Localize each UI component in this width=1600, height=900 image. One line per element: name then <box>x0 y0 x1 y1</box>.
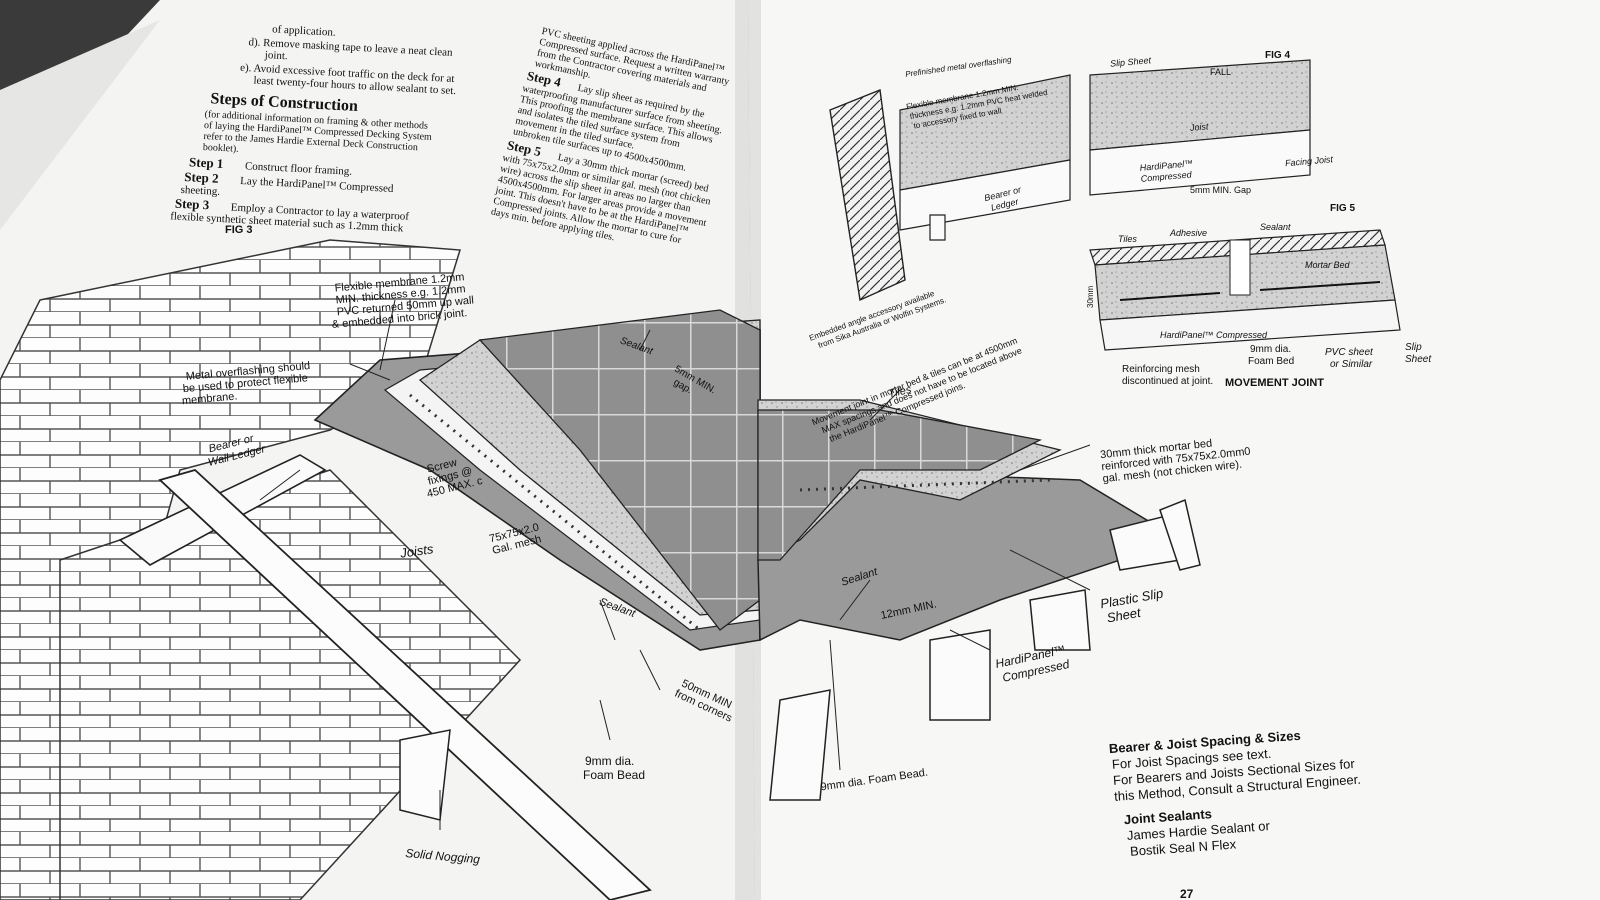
fig4-fall: FALL <box>1210 67 1231 77</box>
foam-label-2: Foam Bead <box>583 768 645 782</box>
fig4-bearer <box>929 214 946 241</box>
fig5-pvc-1: PVC sheet <box>1325 347 1374 358</box>
slip-sheet-label-2: Sheet <box>1106 605 1143 626</box>
fig5-foam-1: 9mm dia. <box>1250 344 1291 355</box>
fig5-reinf-1: Reinforcing mesh <box>1122 364 1200 375</box>
fig5-sealant: Sealant <box>1260 222 1291 232</box>
step5-label: Step 5 <box>506 137 543 159</box>
step2-label: Step 2 <box>184 169 219 186</box>
step4-label: Step 4 <box>526 68 563 90</box>
fig4-joist <box>899 129 1311 231</box>
solid-nogging-label: Solid Nogging <box>405 846 481 866</box>
joist-right-3 <box>1029 589 1091 651</box>
fig4-hardi-2: Compressed <box>1140 169 1193 183</box>
fig5-labels: FIG 5 5mm MIN. Gap Tiles Adhesive Sealan… <box>1086 185 1432 389</box>
fig5-joint <box>1229 239 1251 296</box>
fig4-facing: Facing Joist <box>1285 154 1334 168</box>
fig5-drawing <box>1089 229 1401 351</box>
overflash-label-3: membrane. <box>181 390 237 407</box>
fig5-mesh <box>1119 281 1381 301</box>
leader-lines <box>259 299 1091 830</box>
fig4-joist-label: Joist <box>1189 121 1210 133</box>
sealant-line-2: Bostik Seal N Flex <box>1130 836 1237 858</box>
step3-label: Step 3 <box>175 196 211 213</box>
intro-line: of application. <box>272 23 336 38</box>
left-page-edge <box>0 20 160 230</box>
joists-label: Joists <box>398 541 434 561</box>
fig4-wall <box>829 89 906 302</box>
fig5-title: MOVEMENT JOINT <box>1225 377 1324 389</box>
step2-text-2: sheeting. <box>180 184 220 198</box>
fig4-label: FIG 4 <box>1265 50 1290 61</box>
fig5-gap: 5mm MIN. Gap <box>1190 185 1251 195</box>
joist-right-5 <box>1159 498 1201 571</box>
foam-label-1: 9mm dia. <box>585 754 634 768</box>
fig3-label: FIG 3 <box>225 224 253 236</box>
fig4-drawing <box>829 59 1311 302</box>
note-line-4: booklet). <box>203 142 239 155</box>
fig5-foam-2: Foam Bed <box>1248 356 1294 367</box>
fig4-slip: Slip Sheet <box>1110 55 1152 69</box>
step1-text: Construct floor framing. <box>245 160 353 178</box>
fig5-tiles-label: Tiles <box>1118 234 1137 244</box>
joist-right-1 <box>769 689 831 801</box>
item-d-2: joint. <box>264 49 289 62</box>
tiles-label: Tiles <box>887 384 913 401</box>
step1-label: Step 1 <box>189 154 224 171</box>
joist-beam <box>158 468 652 900</box>
fig5-reinf-2: discontinued at joint. <box>1122 376 1213 387</box>
tiles-right <box>757 409 1043 561</box>
fig3-drawing <box>0 239 1201 900</box>
fig5-pvc-2: or Similar <box>1330 359 1373 370</box>
fig5-label: FIG 5 <box>1330 203 1355 214</box>
fig5-mortar-label: Mortar Bed <box>1305 260 1351 270</box>
fig5-hardi: HardiPanel™ Compressed <box>1160 330 1268 340</box>
fig5-hardipanel <box>1099 299 1401 351</box>
fig5-slip-2: Sheet <box>1405 354 1432 365</box>
joist-right-2 <box>929 629 991 721</box>
gal-mesh-right <box>799 478 1051 492</box>
sealant-title: Joint Sealants <box>1123 806 1212 827</box>
fig5-adhesive: Adhesive <box>1169 228 1207 238</box>
fig4-hardi-1: HardiPanel™ <box>1139 158 1193 173</box>
page-number: 27 <box>1180 887 1194 900</box>
fig5-depth: 30mm <box>1086 285 1095 308</box>
fig5-slip-1: Slip <box>1405 342 1422 353</box>
